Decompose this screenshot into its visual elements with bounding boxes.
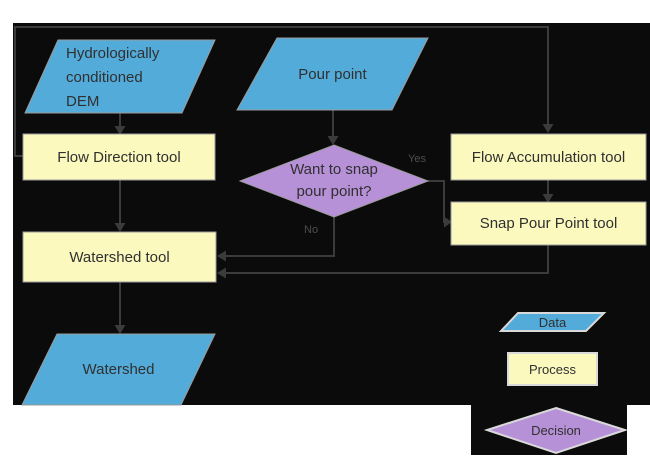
- edge-label-yes: Yes: [408, 153, 426, 165]
- edge-label-no: No: [304, 224, 319, 236]
- snap-decision-diamond: [238, 144, 430, 218]
- legend-data-parallelogram: [498, 312, 607, 332]
- edge-decision-no-to-watershedtool: [226, 217, 335, 257]
- snap-pour-point-box: [450, 201, 647, 246]
- watershed-label: Watershed: [82, 361, 155, 378]
- snap-decision-label-line2: pour point?: [296, 183, 372, 200]
- dem-parallelogram: [24, 39, 216, 114]
- flow-direction-label: Flow Direction tool: [57, 148, 181, 166]
- flow-direction-box: [22, 133, 216, 181]
- arrowhead-watershedtool-to-watershed: [114, 325, 126, 334]
- arrowhead-decision-yes-to-snap: [444, 216, 452, 228]
- legend-decision-label: Decision: [531, 423, 581, 438]
- legend-data-label: Data: [538, 314, 567, 330]
- pour-point-parallelogram: [236, 37, 429, 111]
- arrowhead-pourpoint-to-decision: [327, 136, 339, 145]
- watershed-parallelogram: [21, 333, 216, 406]
- flow-accumulation-box: [450, 133, 647, 181]
- watershed-tool-label: Watershed tool: [69, 248, 170, 266]
- legend-decision-diamond: [483, 406, 629, 455]
- edge-snap-to-watershedtool: [226, 245, 549, 274]
- dem-label: Hydrologically conditioned DEM: [66, 42, 206, 114]
- dem-label-line3: DEM: [66, 93, 100, 110]
- legend-process-box: [507, 352, 598, 386]
- arrowhead-decision-no-to-watershedtool: [217, 250, 226, 262]
- watershed-tool-box: [22, 231, 217, 283]
- dem-label-line2: conditioned: [66, 69, 143, 86]
- arrowhead-flowdirection-to-watershedtool: [114, 223, 126, 232]
- flow-accumulation-label: Flow Accumulation tool: [471, 148, 626, 166]
- pour-point-label: Pour point: [298, 65, 367, 83]
- legend-process-label: Process: [529, 361, 576, 377]
- arrowhead-flowdirection-to-flowaccumulation: [542, 124, 554, 133]
- arrowhead-flowaccumulation-to-snap: [542, 194, 554, 203]
- snap-decision-label-line1: Want to snap: [290, 161, 378, 178]
- dem-label-line1: Hydrologically: [66, 45, 160, 62]
- edge-flowdirection-to-flowaccumulation: [14, 26, 549, 157]
- snap-decision-label: Want to snap pour point?: [250, 145, 418, 217]
- arrowhead-dem-to-flowdirection: [114, 126, 126, 135]
- arrowhead-snap-to-watershedtool: [217, 267, 226, 279]
- snap-pour-point-label: Snap Pour Point tool: [479, 215, 618, 232]
